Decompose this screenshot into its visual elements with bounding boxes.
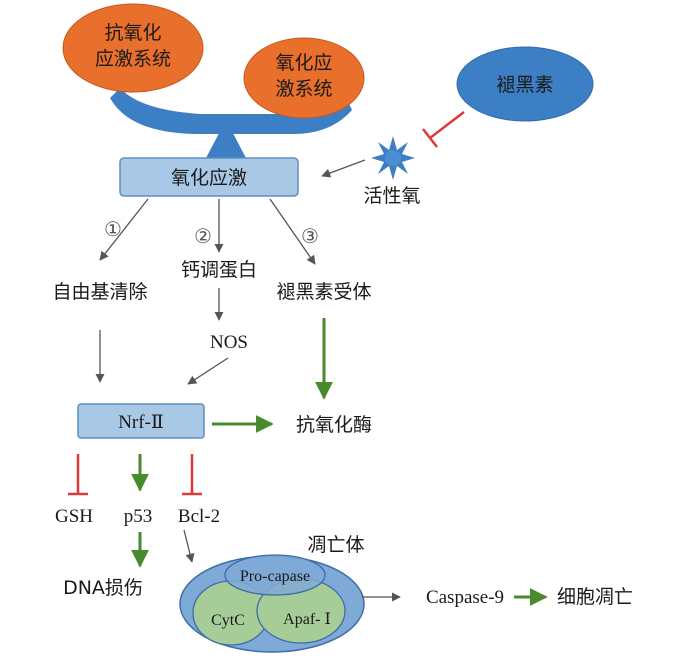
- melatonin-inhibits-ros-bar: [422, 128, 438, 148]
- ros-to-stress-arrow: [321, 159, 366, 178]
- ros-sun-icon: [371, 136, 415, 180]
- pathway-3-arrow: [269, 198, 316, 265]
- melatonin-receptor-label: 褪黑素受体: [276, 281, 371, 303]
- ros-label: 活性氧: [363, 185, 420, 207]
- nos-to-nrf-arrow: [187, 357, 229, 385]
- balance-fulcrum: [206, 120, 246, 158]
- melatonin-inhibits-ros: [429, 111, 465, 139]
- oxidative-system-oval: [243, 37, 365, 119]
- oxidative-system-label-2: 激系统: [275, 78, 332, 100]
- pro-caspase-oval: [224, 554, 326, 596]
- melatonin-label: 褪黑素: [496, 74, 553, 96]
- nrf-box: [77, 403, 205, 439]
- gsh-label: GSH: [55, 506, 93, 527]
- pathway-marker-1: ①: [104, 217, 122, 241]
- nos-label: NOS: [210, 332, 248, 353]
- balance-beam: [110, 88, 352, 135]
- oxidative-stress-label: 氧化应激: [171, 167, 247, 189]
- p53-label: p53: [124, 506, 153, 527]
- dna-damage-label: DNA损伤: [63, 577, 143, 599]
- caspase9-label: Caspase-9: [426, 587, 504, 608]
- oxidative-stress-box: [119, 157, 299, 197]
- melatonin-oval: [456, 46, 594, 122]
- calmodulin-label: 钙调蛋白: [181, 259, 257, 281]
- oxidative-system-label-1: 氧化应: [275, 52, 332, 74]
- apoptosis-label: 细胞凋亡: [557, 586, 633, 608]
- cytc-label: CytC: [211, 612, 245, 629]
- antioxidant-system-label-1: 抗氧化: [104, 22, 161, 44]
- antioxidant-system-label-2: 应激系统: [95, 48, 171, 70]
- pro-caspase-label: Pro-capase: [240, 568, 310, 585]
- antioxidant-system-oval: [62, 3, 204, 93]
- bcl2-label: Bcl-2: [178, 506, 220, 527]
- apaf-label: Apaf- Ⅰ: [283, 611, 331, 628]
- pathway-marker-2: ②: [194, 224, 212, 248]
- pathway-1-arrow: [99, 198, 149, 261]
- free-radical-label: 自由基清除: [52, 281, 147, 303]
- bcl2-to-apoptosome-arrow: [183, 529, 195, 563]
- apoptosome-label: 凋亡体: [307, 534, 364, 556]
- nrf-label: Nrf-Ⅱ: [118, 412, 164, 433]
- antioxidant-enzyme-label: 抗氧化酶: [296, 414, 372, 436]
- pathway-marker-3: ③: [301, 224, 319, 248]
